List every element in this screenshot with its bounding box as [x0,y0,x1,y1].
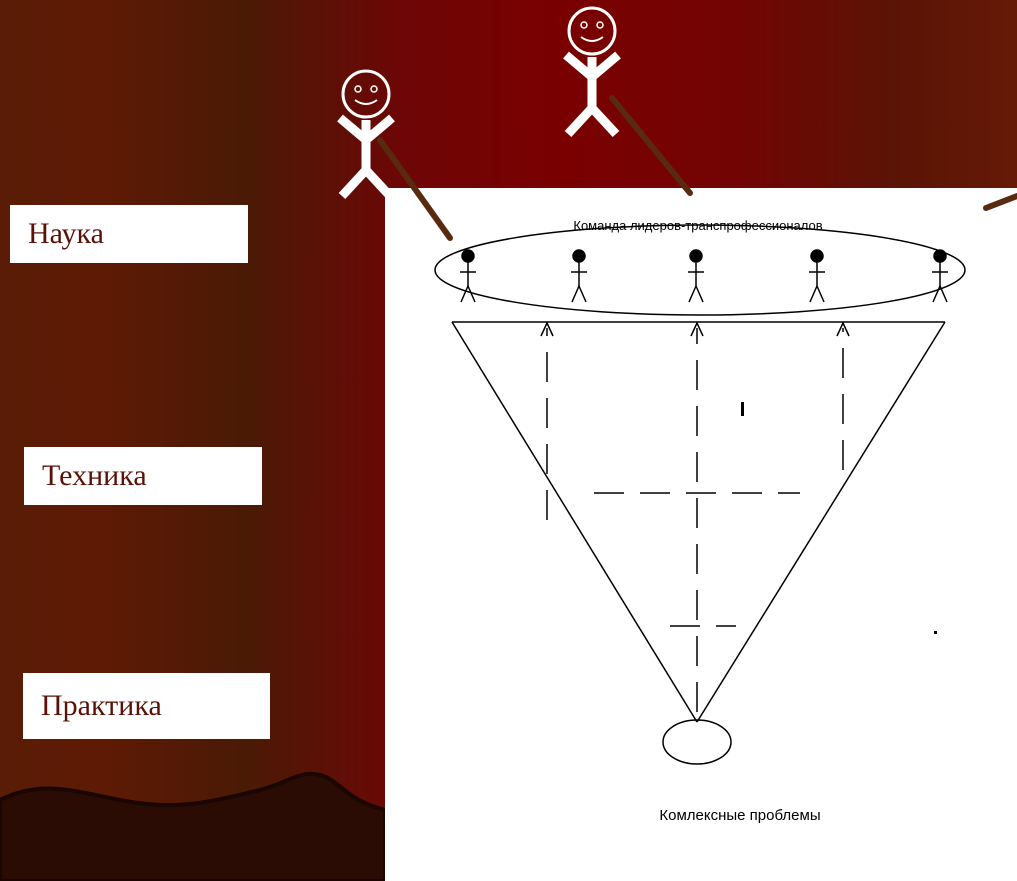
problem-funnel [451,321,946,723]
problems-caption: Комлексные проблемы [659,807,820,824]
problem-ellipse [662,719,732,765]
pointer-line-left [377,137,453,241]
team-member [571,249,587,303]
team-member [932,249,948,303]
team-member [809,249,825,303]
arrow-head-right [836,321,850,337]
team-members [460,249,948,303]
dashed-lines [546,328,844,712]
label-practice-text: Практика [41,689,162,722]
label-technology: Техника [24,447,262,505]
leader-figure-center [563,6,621,138]
funnel-right-edge [696,321,946,723]
team-ellipse [434,224,966,316]
leader-head [341,69,391,119]
label-technology-text: Техника [42,459,147,492]
team-caption: Команда лидеров-транспрофессионалов [573,218,822,233]
speck-mark [741,402,744,416]
funnel-left-edge [451,321,698,723]
team-member [460,249,476,303]
pointer-line-right [983,193,1017,211]
label-science: Наука [10,205,248,263]
leader-head [567,6,617,56]
speck-mark [934,631,937,634]
label-practice: Практика [23,673,270,739]
hill-shape [0,771,387,881]
leader-figure-left [337,69,395,200]
pointer-line-center [609,95,693,196]
arrow-heads [540,321,850,337]
team-member [688,249,704,303]
label-science-text: Наука [28,217,104,250]
diagram-panel [385,188,1017,881]
pointer-lines [377,95,1017,241]
arrow-head-center [690,321,704,337]
arrow-head-left [540,321,554,337]
